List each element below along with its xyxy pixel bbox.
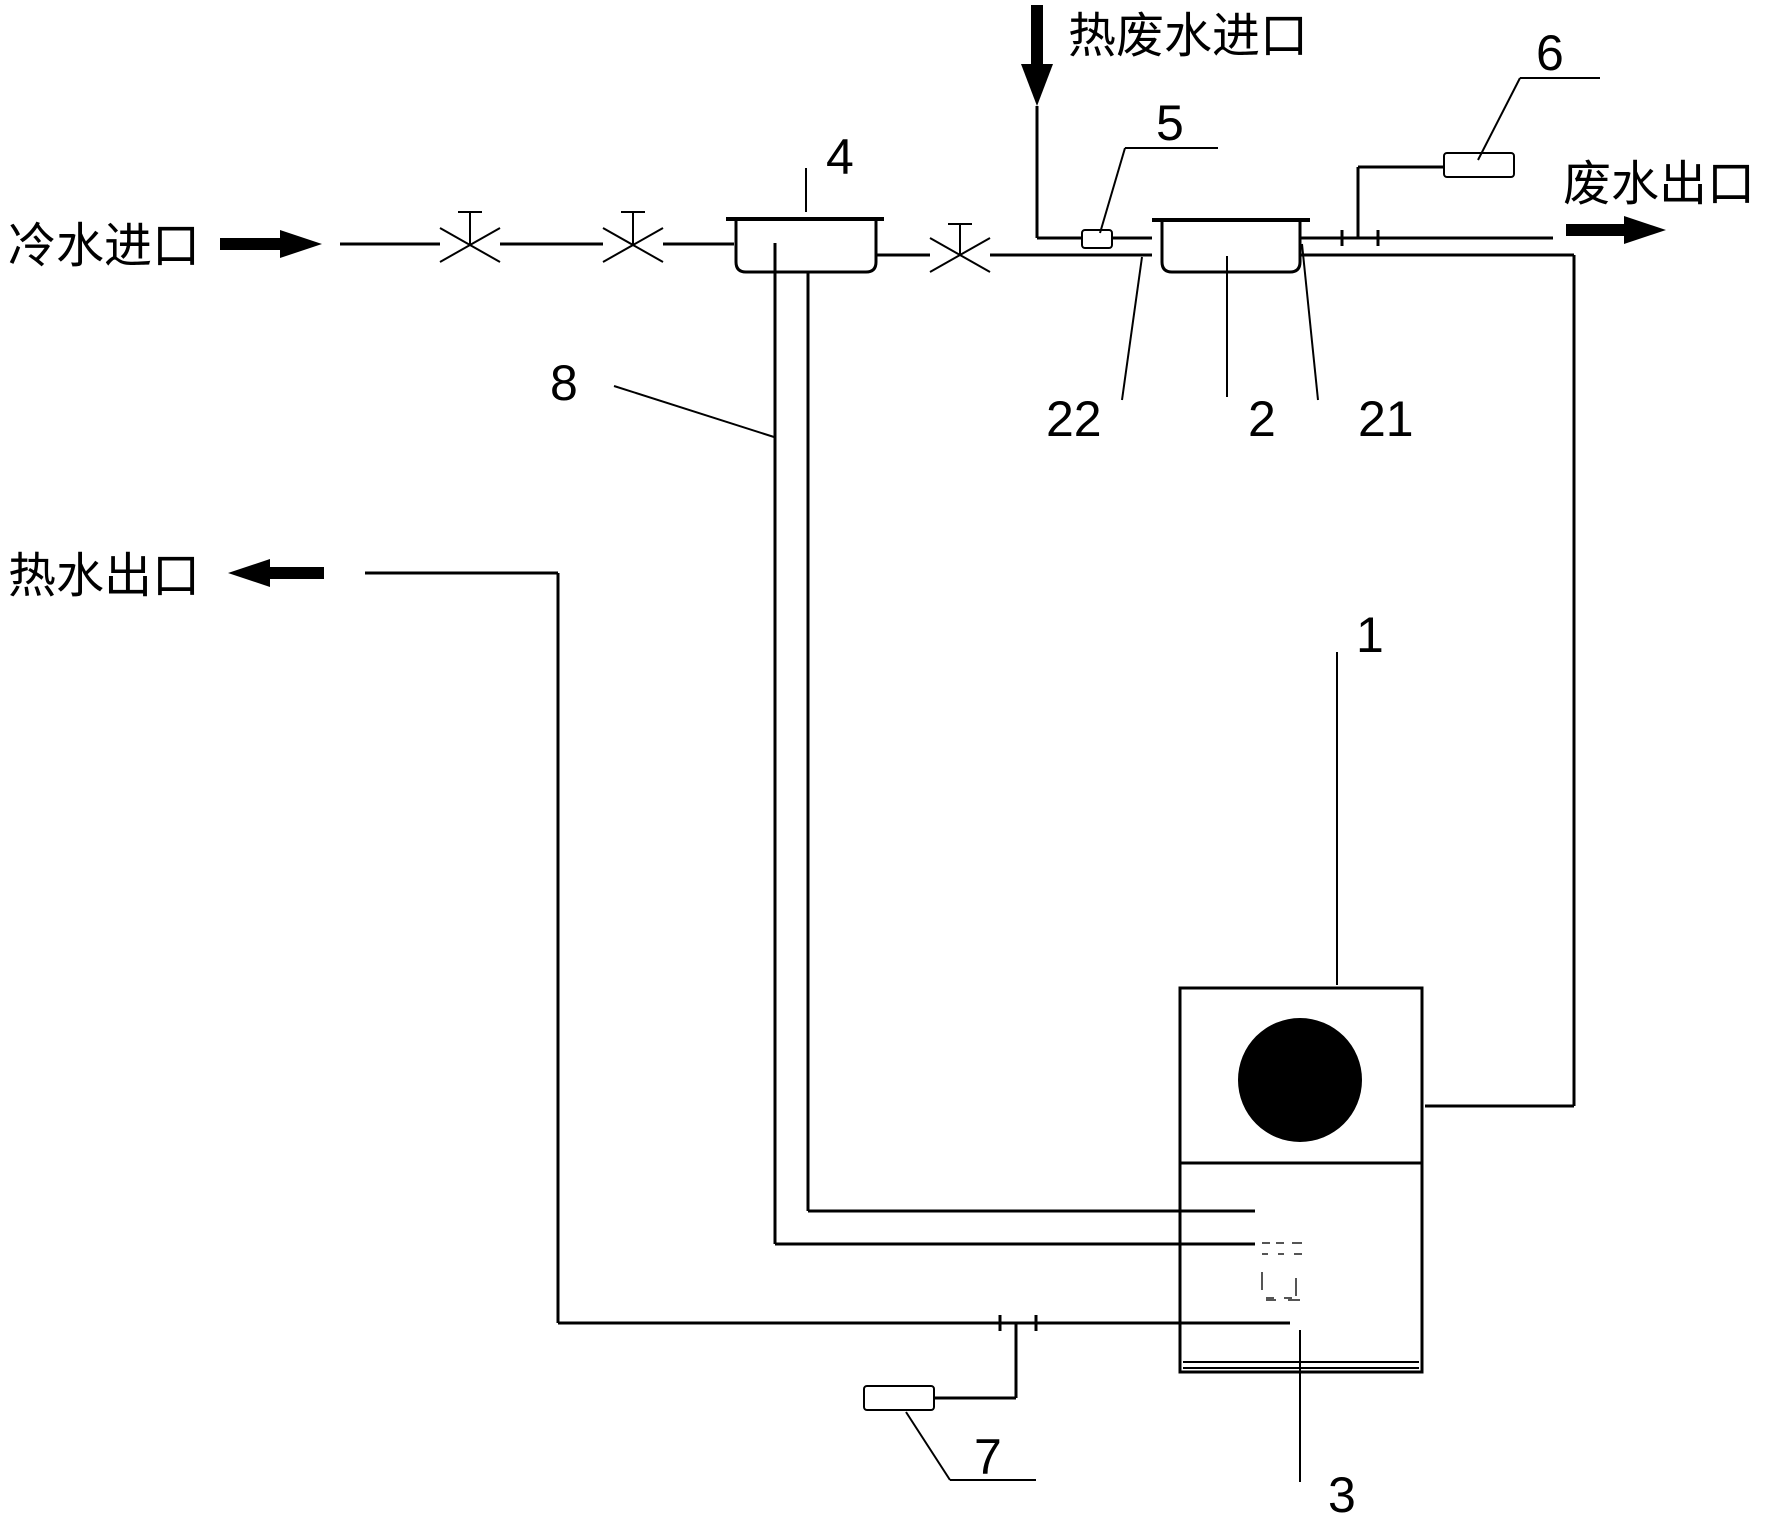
component-5 (1081, 229, 1113, 249)
coil-marks (1261, 1242, 1302, 1301)
tank-3 (1178, 1161, 1424, 1374)
hot-wastewater-inlet-label: 热废水进口 (1068, 8, 1308, 64)
tank-4 (726, 217, 884, 274)
unit-1 (1178, 986, 1424, 1165)
valve-3 (929, 223, 991, 273)
callout-8: 8 (550, 355, 578, 411)
sensor-6 (1443, 152, 1515, 178)
cold-water-inlet-label: 冷水进口 (8, 218, 200, 274)
pump-circle (1238, 1018, 1362, 1142)
hot-wastewater-inlet-arrow (1021, 5, 1053, 106)
callout-3: 3 (1328, 1467, 1356, 1523)
callout-21: 21 (1358, 391, 1414, 447)
sensor-7-fitting (935, 1315, 1038, 1400)
callout-5: 5 (1156, 95, 1184, 151)
hot-water-outlet-label: 热水出口 (8, 548, 200, 604)
callout-2: 2 (1248, 391, 1276, 447)
valve-1 (439, 211, 501, 263)
hot-water-outlet-pipe (365, 571, 1290, 1325)
callout-1: 1 (1356, 607, 1384, 663)
cold-water-inlet-arrow (220, 230, 322, 258)
heat-exchanger-2 (1152, 218, 1310, 274)
valve-2 (602, 211, 664, 263)
sensor-7 (863, 1385, 935, 1411)
leader-lines (613, 77, 1600, 1482)
hot-water-outlet-arrow (228, 559, 324, 587)
pipe-8 (773, 243, 1255, 1246)
wastewater-outlet-pipe (1300, 236, 1576, 1108)
wastewater-outlet-label: 废水出口 (1563, 156, 1755, 212)
callout-22: 22 (1046, 391, 1102, 447)
hot-wastewater-pipe (1035, 106, 1152, 240)
callout-6: 6 (1536, 25, 1564, 81)
callout-4: 4 (826, 129, 854, 185)
sensor-6-fitting (1340, 165, 1444, 246)
callout-7: 7 (974, 1429, 1002, 1485)
wastewater-outlet-arrow (1566, 216, 1666, 244)
